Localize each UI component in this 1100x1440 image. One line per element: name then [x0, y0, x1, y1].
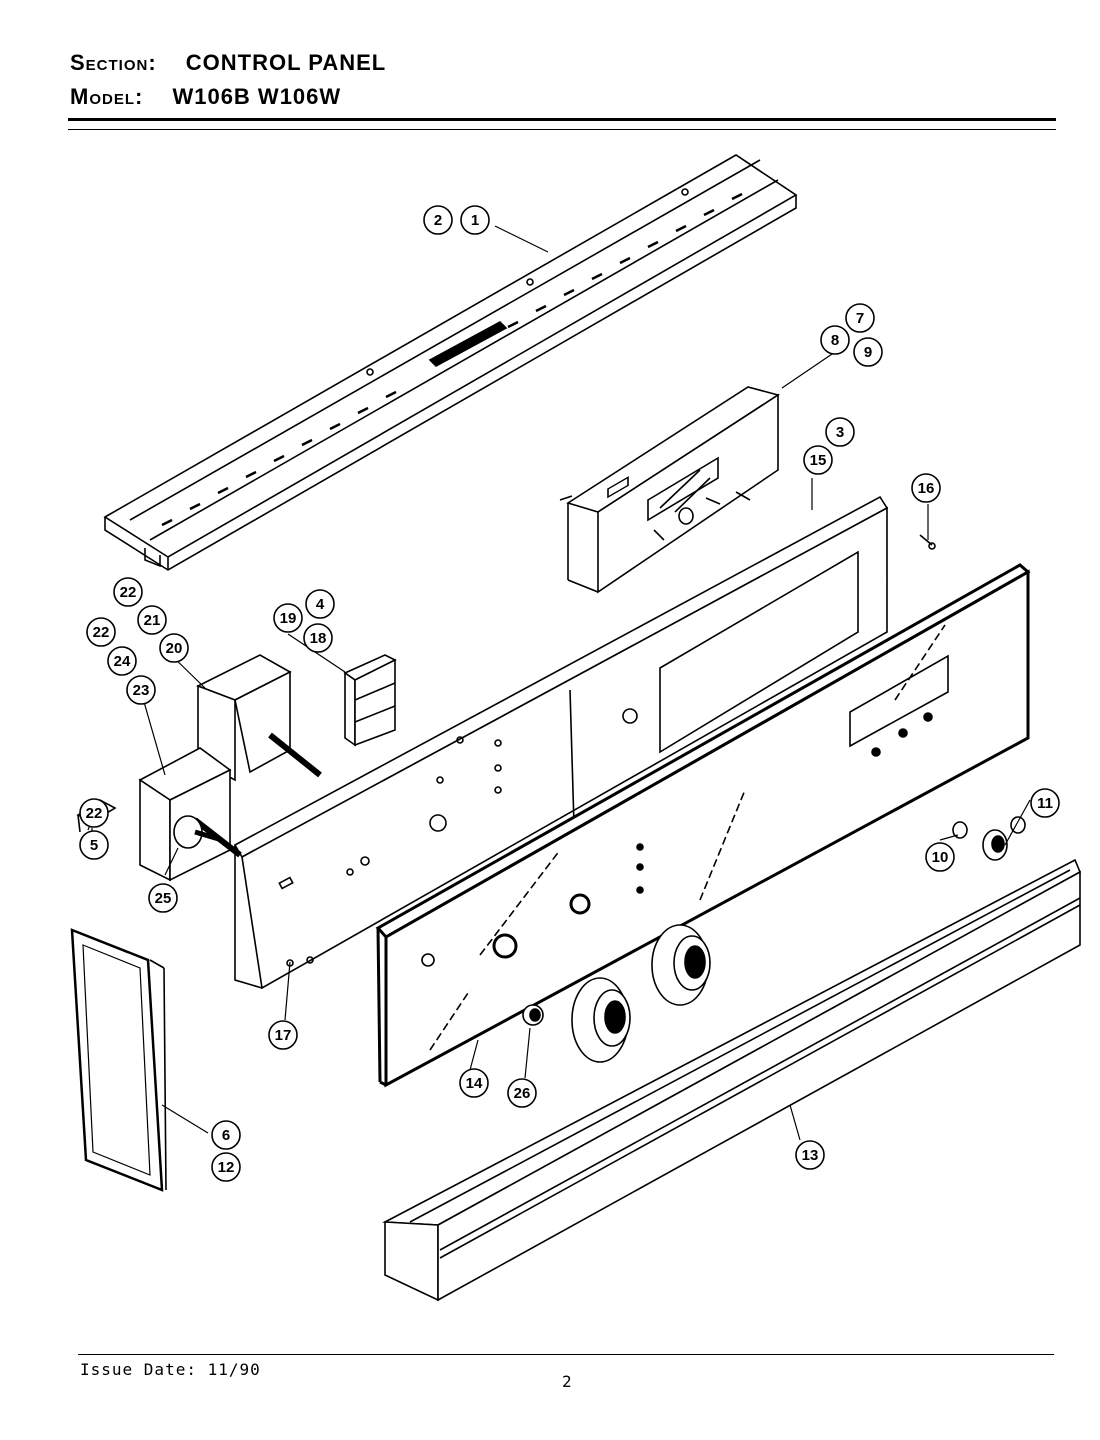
- section-header: Section: CONTROL PANEL: [70, 50, 386, 76]
- svg-text:3: 3: [836, 424, 844, 441]
- svg-text:1: 1: [471, 212, 479, 229]
- callout-17: 17: [268, 1020, 298, 1050]
- callout-23: 22: [79, 798, 109, 828]
- svg-text:13: 13: [802, 1147, 819, 1164]
- callout-labels: 2 1 7 8 9 3 15 16 22 21 22 20 24 23 19 4…: [79, 205, 1060, 1182]
- svg-text:11: 11: [1037, 795, 1053, 812]
- callout-20: 20: [159, 633, 189, 663]
- screw-part: [919, 534, 936, 550]
- issue-date: Issue Date: 11/90: [80, 1360, 261, 1379]
- callout-16: 16: [911, 473, 941, 503]
- svg-text:22: 22: [86, 805, 103, 822]
- callout-24: 23: [126, 675, 156, 705]
- svg-text:22: 22: [93, 624, 110, 641]
- svg-text:19: 19: [280, 610, 297, 627]
- svg-text:12: 12: [218, 1159, 235, 1176]
- callout-27: 26: [507, 1078, 537, 1108]
- section-value: CONTROL PANEL: [185, 50, 387, 75]
- callout-7: 7: [845, 303, 875, 333]
- svg-text:25: 25: [155, 890, 172, 907]
- svg-text:20: 20: [166, 640, 183, 657]
- callout-21: 21: [137, 605, 167, 635]
- page-number: 2: [562, 1372, 572, 1391]
- svg-text:8: 8: [831, 332, 839, 349]
- timer-module-part: [559, 386, 780, 594]
- callout-22a: 22: [113, 577, 143, 607]
- svg-text:17: 17: [275, 1027, 292, 1044]
- callout-12: 12: [211, 1152, 241, 1182]
- callout-26: 25: [148, 883, 178, 913]
- model-value: W106B W106W: [172, 84, 342, 109]
- callout-25: 24: [107, 646, 137, 676]
- svg-text:15: 15: [810, 452, 827, 469]
- callout-10: 10: [925, 842, 955, 872]
- svg-text:6: 6: [222, 1127, 230, 1144]
- callout-8: 8: [820, 325, 850, 355]
- svg-text:21: 21: [144, 612, 161, 629]
- callout-19: 19: [273, 603, 303, 633]
- callout-9: 9: [853, 337, 883, 367]
- switch-block-part: [343, 654, 397, 747]
- model-header: Model: W106B W106W: [70, 84, 341, 110]
- footer-rule: [78, 1354, 1054, 1355]
- infinite-switch-part: [76, 654, 322, 882]
- svg-text:4: 4: [316, 596, 325, 613]
- svg-text:16: 16: [918, 480, 935, 497]
- callout-3: 3: [825, 417, 855, 447]
- callout-13: 13: [795, 1140, 825, 1170]
- header-rule-thin: [68, 129, 1056, 130]
- callout-15: 15: [803, 445, 833, 475]
- model-label: Model:: [70, 84, 144, 109]
- callout-1: 1: [460, 205, 490, 235]
- svg-text:26: 26: [514, 1085, 531, 1102]
- svg-text:9: 9: [864, 344, 872, 361]
- bottom-trim-part: [382, 858, 1082, 1302]
- svg-text:10: 10: [932, 849, 949, 866]
- callout-11: 11: [1030, 788, 1060, 818]
- callout-18: 18: [303, 623, 333, 653]
- control-knobs-part: [522, 816, 1026, 1063]
- front-glass-panel-part: [375, 563, 1031, 1088]
- svg-text:2: 2: [434, 212, 442, 229]
- callout-2: 2: [423, 205, 453, 235]
- svg-text:23: 23: [133, 682, 150, 699]
- svg-text:5: 5: [90, 837, 98, 854]
- top-rail-part: [103, 154, 798, 571]
- section-label: Section:: [70, 50, 157, 75]
- svg-text:14: 14: [466, 1075, 483, 1092]
- end-cap-part: [70, 928, 167, 1192]
- callout-22b: 22: [86, 617, 116, 647]
- svg-text:7: 7: [856, 310, 864, 327]
- callout-5: 5: [79, 830, 109, 860]
- svg-text:24: 24: [114, 653, 131, 670]
- callout-6: 6: [211, 1120, 241, 1150]
- header-rule-thick: [68, 118, 1056, 121]
- callout-14: 14: [459, 1068, 489, 1098]
- callout-4: 4: [305, 589, 335, 619]
- svg-text:22: 22: [120, 584, 137, 601]
- svg-text:18: 18: [310, 630, 327, 647]
